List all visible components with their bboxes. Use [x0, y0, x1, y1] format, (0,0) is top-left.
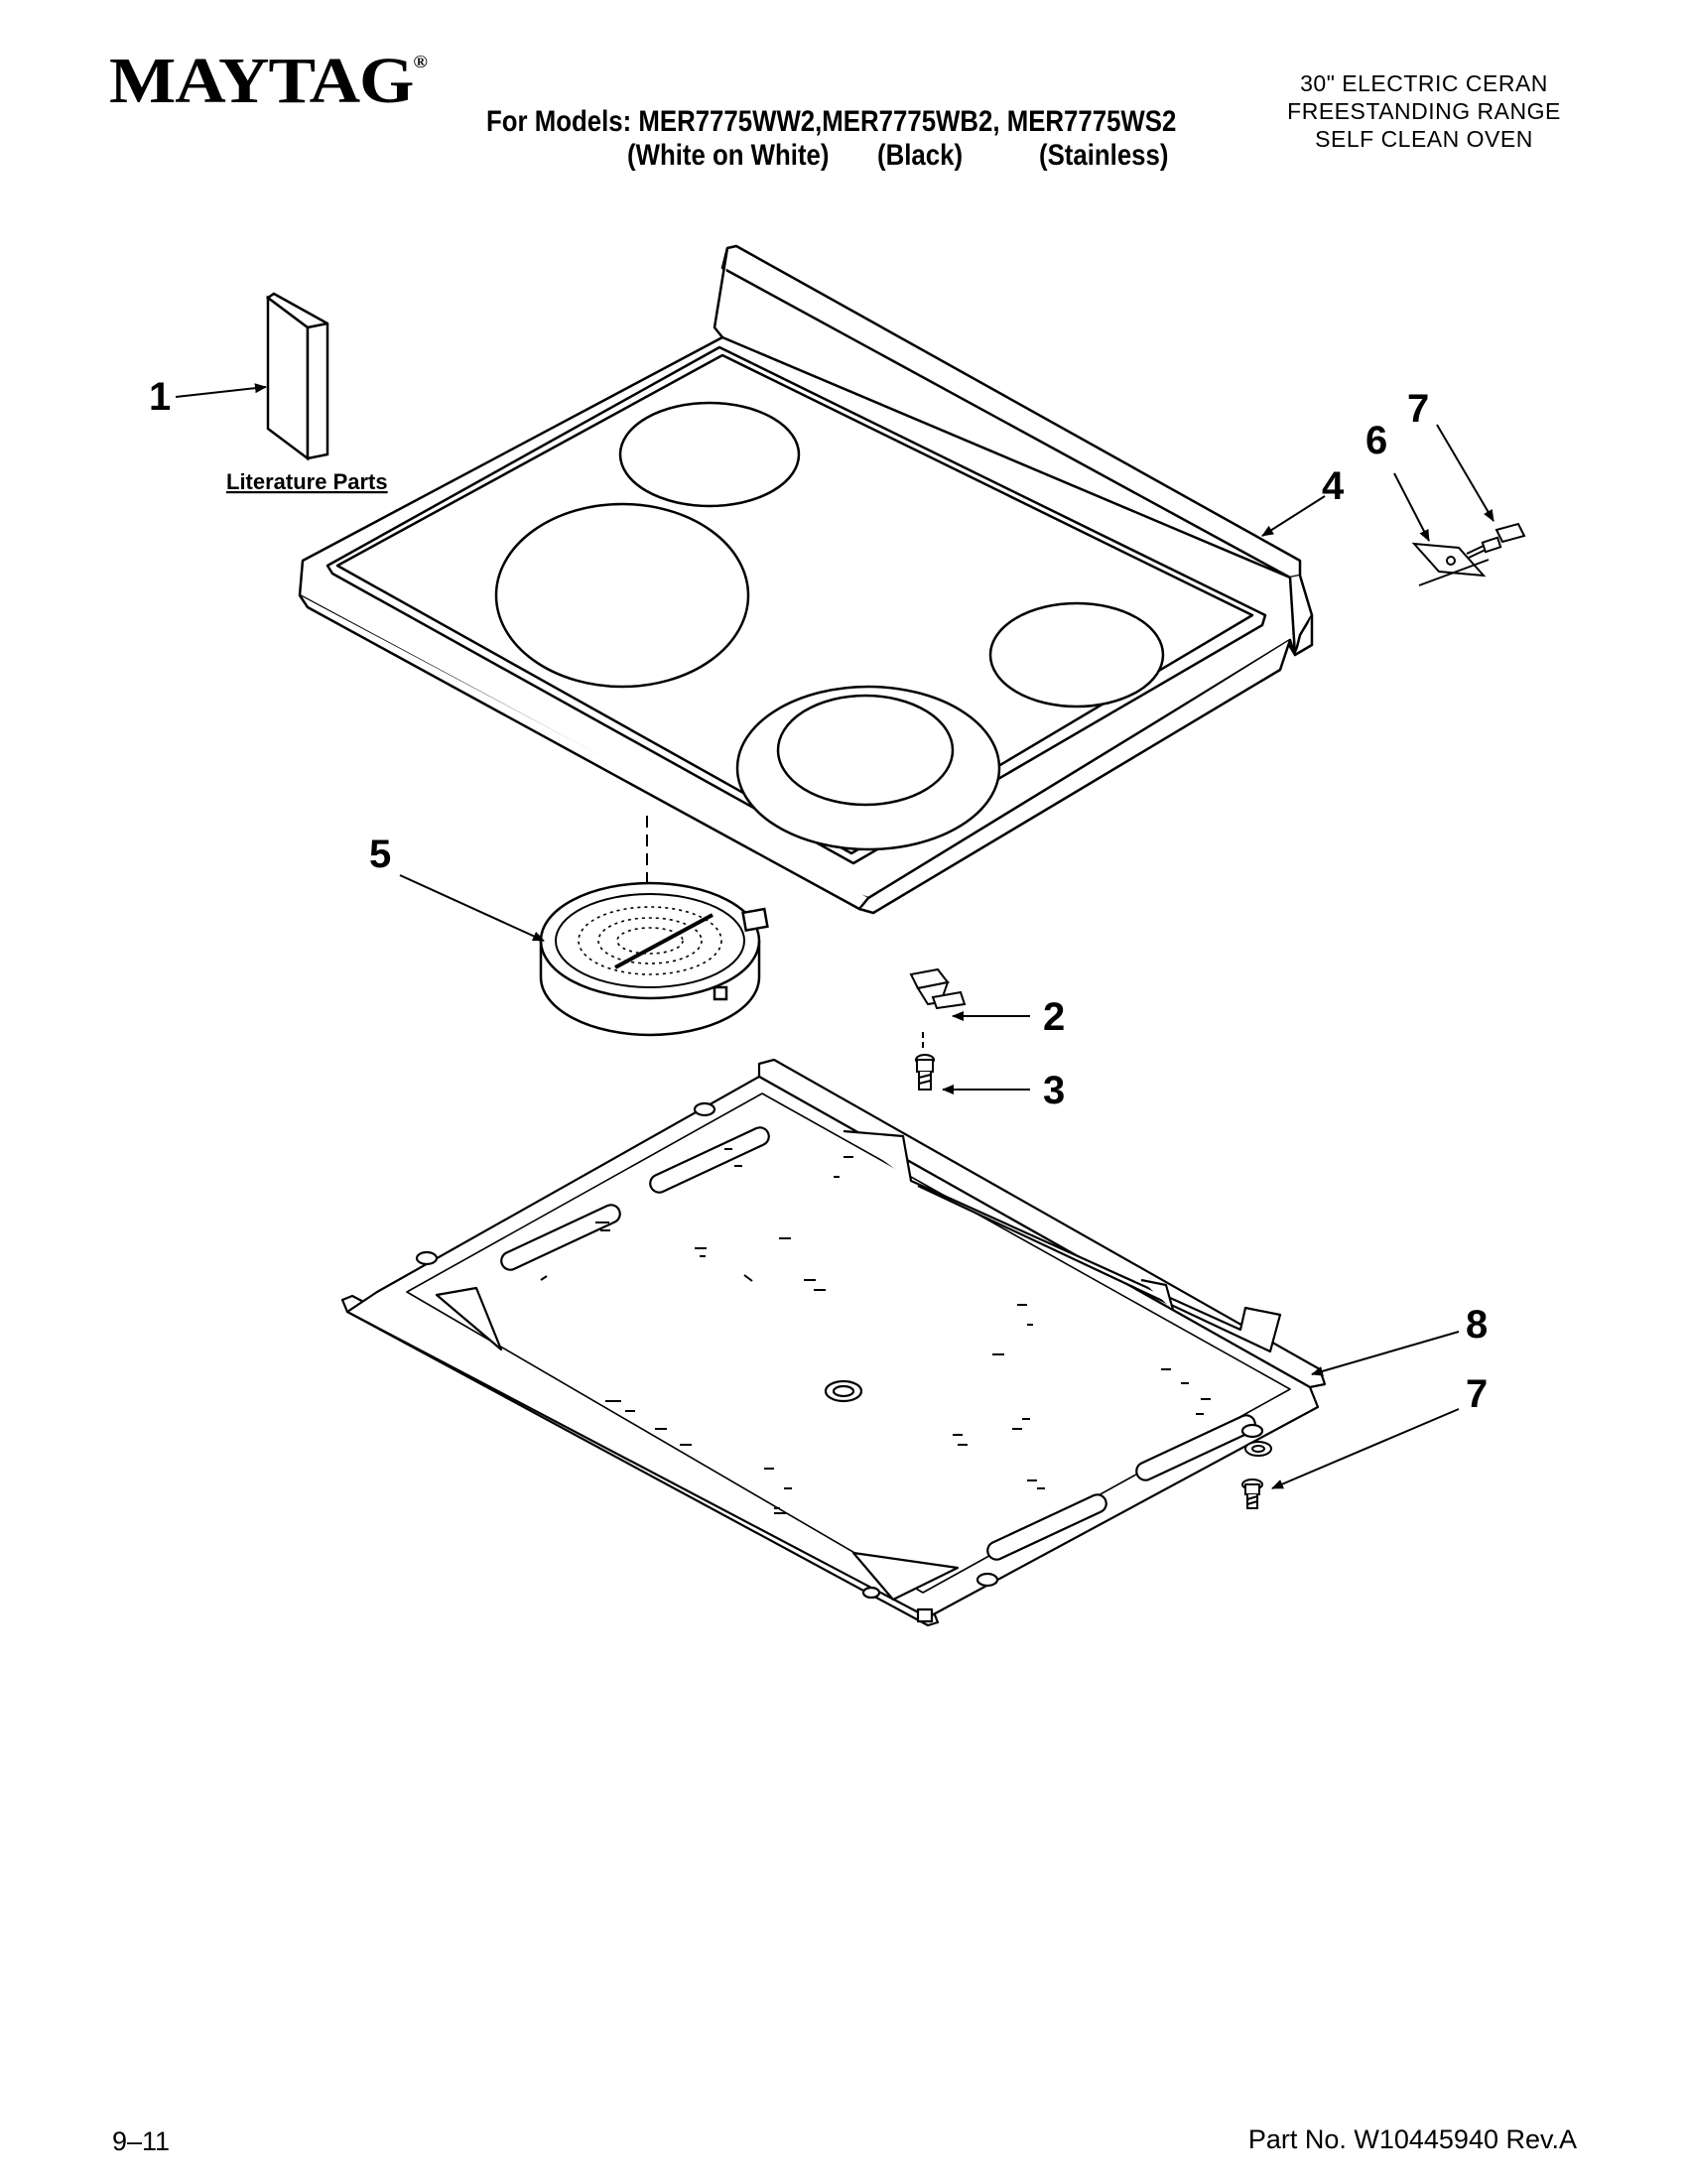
literature-booklet [265, 292, 329, 461]
clip-part-2 [909, 967, 967, 1052]
bracket-part-6 [1411, 542, 1490, 586]
registered-mark: ® [413, 52, 428, 71]
leader-line-6 [1393, 472, 1430, 542]
cooktop-main-top [298, 244, 1314, 915]
callout-8: 8 [1466, 1303, 1488, 1347]
callout-6: 6 [1365, 419, 1387, 462]
variant-black: (Black) [877, 139, 964, 172]
screw-part-7-upper [1466, 522, 1526, 559]
radiant-surface-element [539, 881, 769, 1037]
leader-line-5 [399, 874, 545, 942]
burner-zone-rear-right [988, 601, 1165, 708]
models-line: For Models: MER7775WW2,MER7775WB2, MER77… [486, 105, 1177, 138]
brand-logo: MAYTAG® [109, 44, 428, 119]
base-stamped-details [540, 1148, 1211, 1514]
description-line-2: FREESTANDING RANGE [1287, 98, 1561, 124]
callout-5: 5 [369, 833, 391, 876]
part-number: Part No. W10445940 Rev.A [1247, 2124, 1577, 2154]
brand-name: MAYTAG [109, 45, 414, 117]
cooktop-burner-zones [494, 401, 1165, 851]
burner-zone-front-left [494, 502, 750, 689]
callout-4: 4 [1322, 464, 1345, 508]
page-number: 9–11 [112, 2126, 171, 2156]
burner-zone-front-right-inner [776, 694, 955, 807]
burner-box-base [340, 1058, 1327, 1627]
burner-zone-rear-left [618, 401, 801, 508]
leader-line-7-upper [1436, 424, 1494, 522]
variant-white: (White on White) [627, 139, 830, 172]
callout-2: 2 [1043, 995, 1065, 1039]
leader-line-7-lower [1271, 1408, 1460, 1489]
callout-7-upper: 7 [1407, 387, 1429, 431]
callout-7-lower: 7 [1466, 1372, 1488, 1416]
leader-line-4 [1261, 495, 1326, 537]
variant-stainless: (Stainless) [1039, 139, 1169, 172]
leader-line-1 [175, 383, 267, 398]
callout-1: 1 [149, 375, 171, 419]
leader-line-8 [1311, 1331, 1460, 1376]
product-description: 30" ELECTRIC CERAN FREESTANDING RANGE SE… [1260, 69, 1588, 153]
description-line-1: 30" ELECTRIC CERAN [1300, 70, 1548, 96]
screw-part-3 [915, 1054, 935, 1091]
callout-3: 3 [1043, 1069, 1065, 1112]
screw-part-7-lower [1241, 1441, 1272, 1509]
literature-parts-label: Literature Parts [226, 469, 388, 494]
description-line-3: SELF CLEAN OVEN [1315, 126, 1533, 152]
